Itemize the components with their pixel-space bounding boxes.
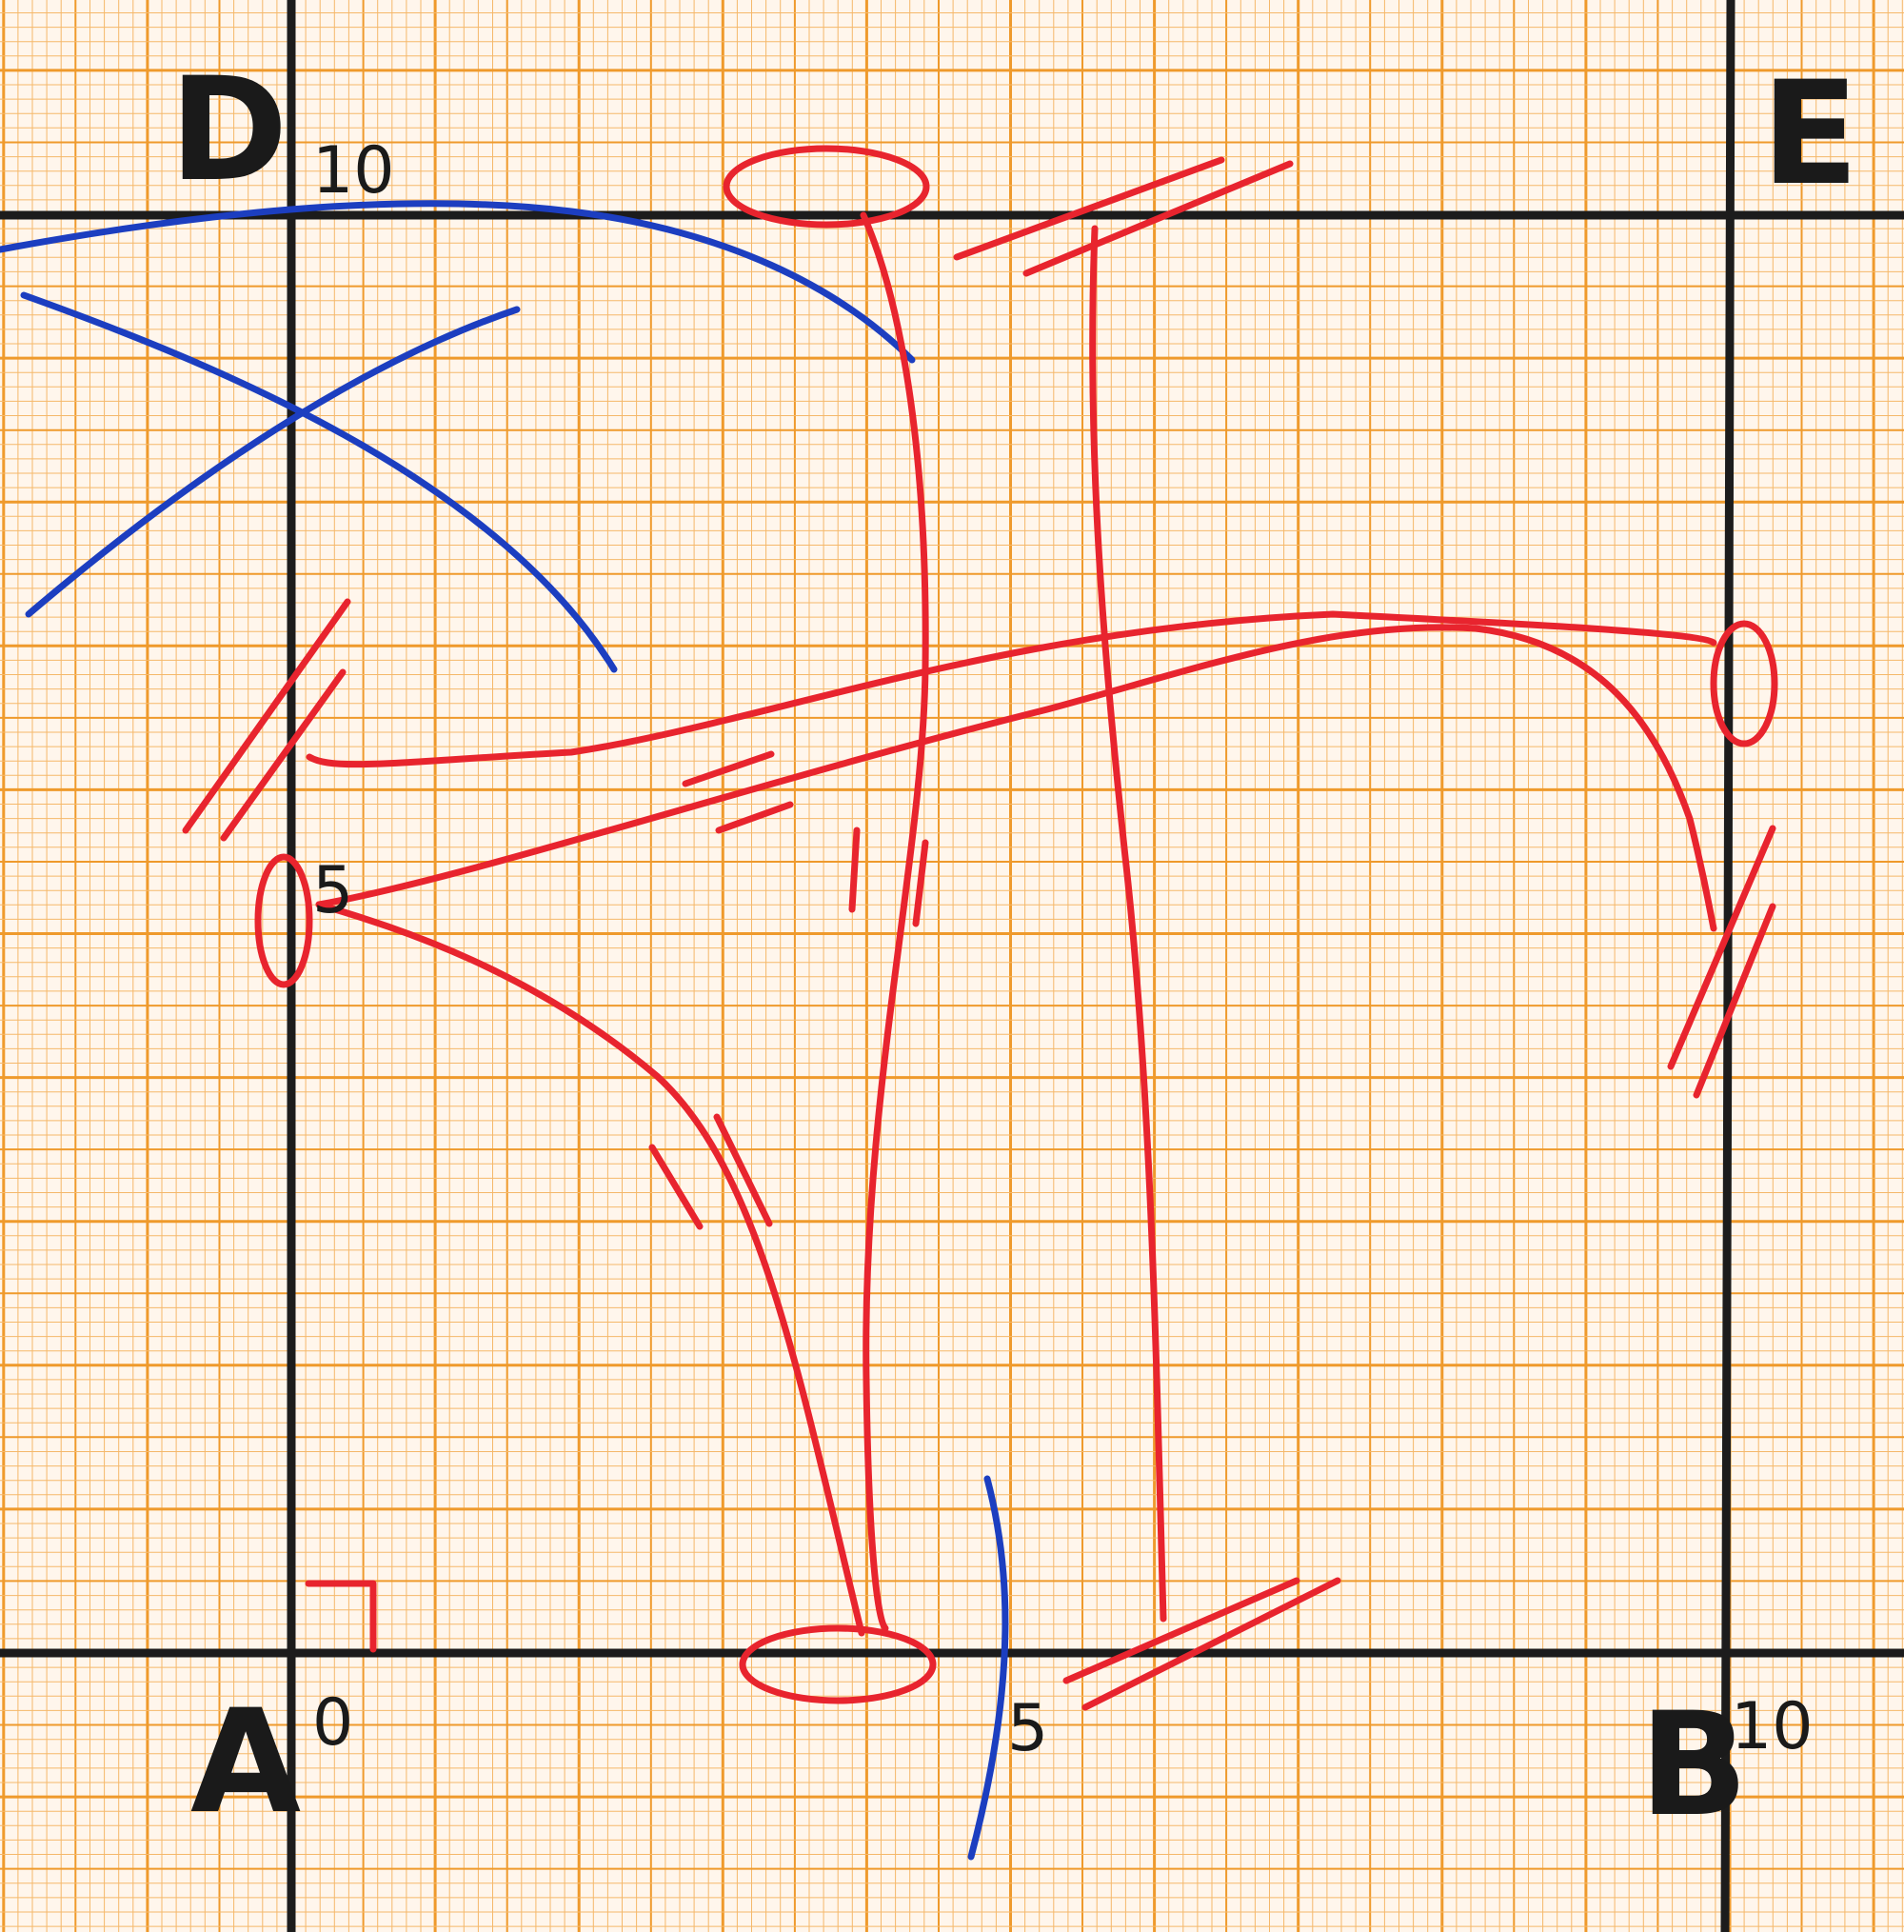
label-b: B — [1639, 1683, 1748, 1848]
tick-vert-1 — [848, 827, 861, 913]
circle-right — [1710, 620, 1778, 747]
tick-right-2 — [1693, 903, 1776, 1099]
tick-top-1 — [953, 156, 1225, 261]
arc-left-1 — [20, 291, 618, 673]
label-a: A — [190, 1680, 301, 1845]
blue-construction-arcs — [0, 200, 1009, 1861]
tick-bottom-1 — [1062, 1577, 1300, 1684]
tick-vert-2 — [912, 839, 929, 927]
label-e: E — [1761, 51, 1858, 217]
segment-diagonal — [315, 901, 865, 1637]
tick-label-x-five: 5 — [1007, 1691, 1048, 1766]
tick-bottom-2 — [1081, 1577, 1341, 1711]
labels: D E A B 10 0 10 5 5 — [169, 48, 1858, 1848]
tick-left-2 — [220, 668, 347, 842]
tick-mid-1 — [682, 750, 775, 787]
red-constructions — [182, 145, 1778, 1711]
tick-label-d-ten: 10 — [312, 133, 395, 209]
arc-at-five — [967, 1475, 1009, 1861]
tick-top-2 — [1022, 160, 1294, 277]
segment-curve-2 — [315, 624, 1717, 932]
arc-left-2 — [25, 306, 521, 618]
segment-horizontal-1 — [306, 610, 1717, 768]
circle-left — [254, 853, 313, 988]
tick-label-y-five: 5 — [312, 853, 353, 928]
tick-diag-1 — [648, 1144, 704, 1230]
tick-mid-2 — [715, 801, 794, 834]
line-be — [1720, 0, 1735, 1932]
tick-marks — [182, 156, 1776, 1711]
tick-left-1 — [182, 598, 351, 834]
segment-vertical-2 — [1089, 225, 1167, 1623]
tick-label-a-zero: 0 — [312, 1685, 353, 1761]
segment-vertical-1 — [860, 211, 929, 1632]
label-d: D — [169, 48, 288, 213]
circle-top — [723, 145, 930, 229]
tick-right-1 — [1667, 825, 1776, 1070]
right-angle-mark — [305, 1580, 377, 1653]
arc-through-d — [0, 200, 916, 364]
circle-bottom — [739, 1624, 937, 1704]
tick-label-b-ten: 10 — [1731, 1689, 1814, 1764]
tick-diag-2 — [713, 1113, 773, 1227]
